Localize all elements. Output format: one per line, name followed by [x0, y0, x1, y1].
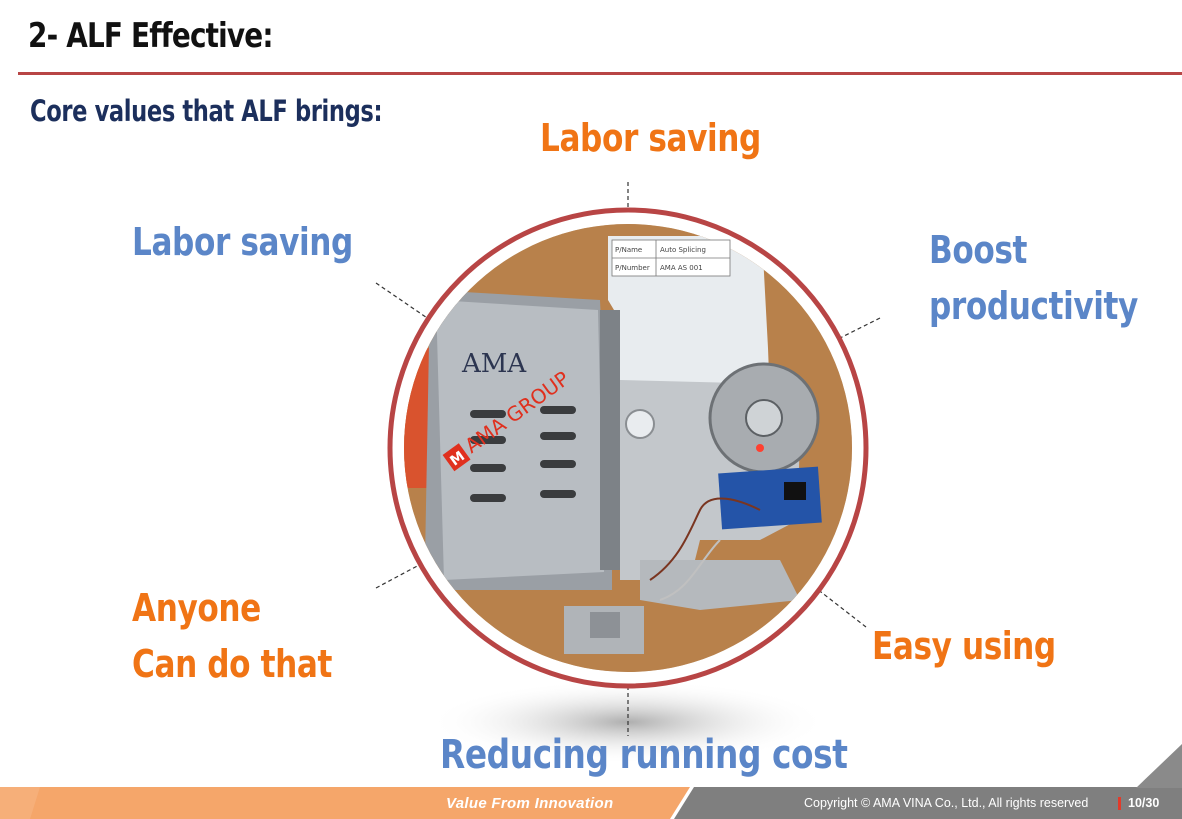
value-label-bottom-right: Easy using [872, 624, 1056, 668]
svg-text:AMA GROUP: AMA GROUP [460, 366, 573, 458]
nameplate: P/Name Auto Splicing P/Number AMA AS 001 [611, 239, 731, 277]
value-label-right: Boost productivity [929, 222, 1138, 334]
value-label-left: Labor saving [132, 220, 353, 264]
value-label-bottom-left-line2: Can do that [132, 642, 332, 686]
footer-copyright: Copyright © AMA VINA Co., Ltd., All righ… [804, 796, 1089, 810]
corner-triangle [1136, 744, 1182, 788]
svg-text:P/Name: P/Name [615, 246, 642, 254]
machine-photo [404, 224, 852, 672]
machine-logo: AMA [461, 349, 527, 379]
ama-group-watermark: M AMA GROUP [442, 366, 574, 472]
page-number: 10/30 [1128, 796, 1160, 810]
connector-bottom-right [811, 584, 867, 628]
title-divider [18, 72, 1182, 75]
svg-text:Auto Splicing: Auto Splicing [660, 246, 706, 254]
connector-bottom-left [375, 555, 437, 589]
footer-separator [1118, 797, 1121, 810]
value-label-bottom-left-line1: Anyone [132, 586, 261, 630]
connector-right [825, 317, 881, 346]
value-label-right-line2: productivity [929, 284, 1138, 328]
value-label-right-line1: Boost [929, 228, 1027, 272]
photo-frame-ring [387, 207, 869, 689]
svg-text:AMA AS 001: AMA AS 001 [660, 264, 703, 272]
connector-left [375, 282, 437, 325]
value-label-top: Labor saving [540, 116, 761, 160]
svg-text:P/Number: P/Number [615, 264, 650, 272]
svg-text:M: M [447, 448, 468, 469]
slide-title: 2- ALF Effective: [28, 16, 274, 56]
slide-subtitle: Core values that ALF brings: [30, 94, 383, 128]
value-label-bottom: Reducing running cost [440, 732, 848, 778]
footer-slogan: Value From Innovation [446, 795, 614, 812]
value-label-bottom-left: Anyone Can do that [132, 580, 332, 692]
footer-bar [0, 787, 1182, 819]
